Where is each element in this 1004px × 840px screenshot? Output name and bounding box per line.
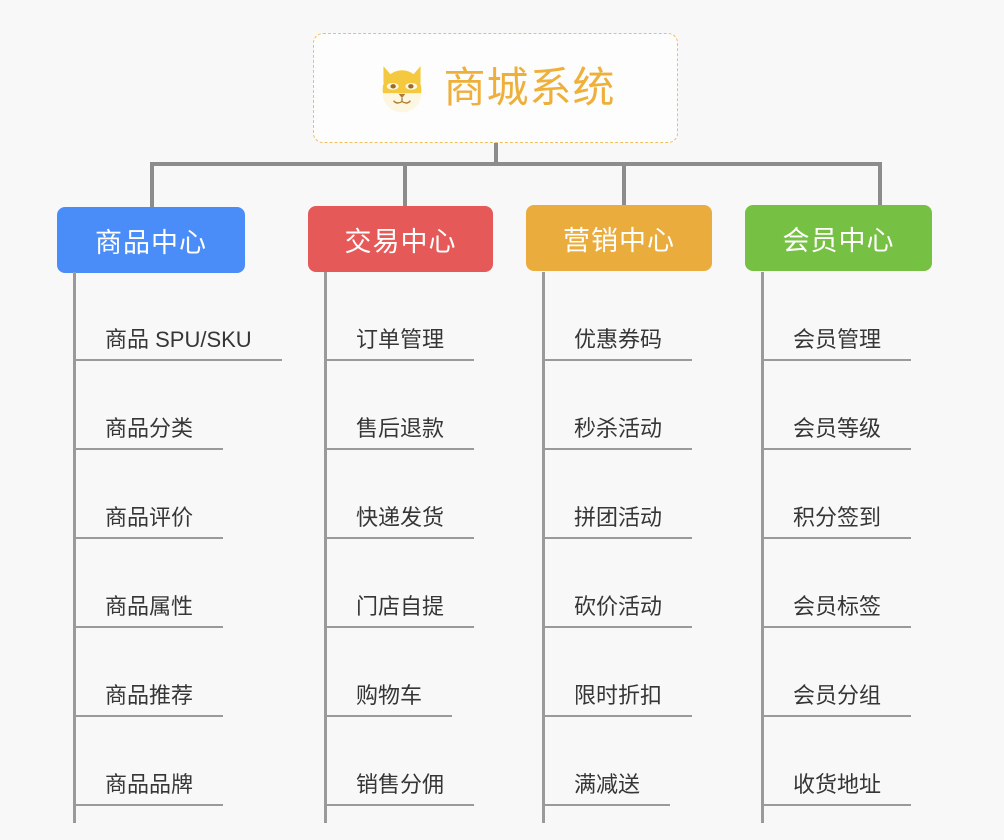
branch-item-rule xyxy=(73,804,223,806)
branch-item[interactable]: 购物车 xyxy=(324,628,452,717)
branch-item[interactable]: 会员分组 xyxy=(761,628,911,717)
branch-item-rule xyxy=(324,626,474,628)
branch-item-label: 优惠券码 xyxy=(574,327,663,352)
category-header-2-label: 交易中心 xyxy=(344,226,457,257)
branch-item-rule xyxy=(542,448,692,450)
branch-item-label: 会员分组 xyxy=(793,683,882,708)
connector-trunk-bar xyxy=(150,162,882,166)
branch-item-label: 门店自提 xyxy=(356,594,445,619)
branch-item[interactable]: 限时折扣 xyxy=(542,628,692,717)
branch-item-rule xyxy=(73,537,223,539)
branch-item-rule xyxy=(542,804,670,806)
branch-item-label: 收货地址 xyxy=(793,772,882,797)
branch-item-label: 秒杀活动 xyxy=(574,416,663,441)
branch-item[interactable]: 商品 SPU/SKU xyxy=(73,272,282,361)
category-header-4[interactable]: 会员中心 xyxy=(745,205,932,271)
branch-item-rule xyxy=(761,626,911,628)
branch-item-label: 售后退款 xyxy=(356,416,445,441)
branch-item-rule xyxy=(542,537,692,539)
branch-item[interactable]: 优惠券码 xyxy=(542,272,692,361)
branch-item-rule xyxy=(324,448,474,450)
branch-item-label: 积分签到 xyxy=(793,505,882,530)
branch-item-rule xyxy=(324,804,474,806)
branch-item[interactable]: 商品推荐 xyxy=(73,628,223,717)
category-header-1-label: 商品中心 xyxy=(95,227,207,258)
branch-item-rule xyxy=(542,359,692,361)
branch-item-rule xyxy=(73,715,223,717)
branch-item-rule xyxy=(761,359,911,361)
branch-item-label: 商品 SPU/SKU xyxy=(105,327,252,352)
branch-item[interactable]: 砍价活动 xyxy=(542,539,692,628)
branch-item[interactable]: 会员等级 xyxy=(761,361,911,450)
branch-item[interactable]: 收货地址 xyxy=(761,717,911,806)
connector-root-stem xyxy=(494,143,498,164)
branch-item-rule xyxy=(324,537,474,539)
branch-item-rule xyxy=(761,804,911,806)
branch-item-rule xyxy=(761,448,911,450)
connector-drop-2 xyxy=(403,162,407,208)
branch-item[interactable]: 商品属性 xyxy=(73,539,223,628)
branch-item-label: 会员等级 xyxy=(793,416,882,441)
branch-item[interactable]: 销售分佣 xyxy=(324,717,474,806)
branch-item-rule xyxy=(324,715,452,717)
branch-item[interactable]: 积分签到 xyxy=(761,450,911,539)
branch-item-label: 商品评价 xyxy=(105,505,194,530)
branch-item[interactable]: 满减送 xyxy=(542,717,670,806)
branch-item-label: 会员管理 xyxy=(793,327,882,352)
category-header-1[interactable]: 商品中心 xyxy=(57,207,245,273)
branch-item-label: 商品分类 xyxy=(105,416,194,441)
branch-item[interactable]: 商品评价 xyxy=(73,450,223,539)
connector-drop-4 xyxy=(878,162,882,208)
branch-item-label: 购物车 xyxy=(356,683,423,708)
branch-item[interactable]: 门店自提 xyxy=(324,539,474,628)
branch-item-label: 会员标签 xyxy=(793,594,882,619)
branch-item-label: 快递发货 xyxy=(356,505,445,530)
branch-item-rule xyxy=(324,359,474,361)
category-header-4-label: 会员中心 xyxy=(782,225,895,256)
branch-item-rule xyxy=(73,359,282,361)
branch-item[interactable]: 售后退款 xyxy=(324,361,474,450)
branch-item-rule xyxy=(73,448,223,450)
branch-item-label: 订单管理 xyxy=(356,327,445,352)
branch-item-label: 满减送 xyxy=(574,772,641,797)
column-spine-3 xyxy=(542,272,545,823)
branch-item[interactable]: 订单管理 xyxy=(324,272,474,361)
category-header-3-label: 营销中心 xyxy=(563,225,675,256)
branch-item-rule xyxy=(542,626,692,628)
root-title: 商城系统 xyxy=(443,64,616,111)
column-spine-2 xyxy=(324,272,327,823)
branch-item[interactable]: 商品分类 xyxy=(73,361,223,450)
branch-item[interactable]: 会员标签 xyxy=(761,539,911,628)
branch-item[interactable]: 快递发货 xyxy=(324,450,474,539)
branch-item-label: 商品属性 xyxy=(105,594,194,619)
branch-item-label: 商品品牌 xyxy=(105,772,194,797)
column-spine-1 xyxy=(73,272,76,823)
root-node[interactable]: 商城系统 xyxy=(313,33,678,143)
branch-item-label: 砍价活动 xyxy=(574,594,663,619)
branch-item[interactable]: 商品品牌 xyxy=(73,717,223,806)
branch-item[interactable]: 秒杀活动 xyxy=(542,361,692,450)
column-spine-4 xyxy=(761,272,764,823)
branch-item[interactable]: 拼团活动 xyxy=(542,450,692,539)
category-header-2[interactable]: 交易中心 xyxy=(308,206,493,272)
branch-item-label: 限时折扣 xyxy=(574,683,663,708)
connector-drop-3 xyxy=(622,162,626,208)
branch-item-label: 销售分佣 xyxy=(356,772,445,797)
shiba-dog-face-icon xyxy=(383,66,422,113)
branch-item-rule xyxy=(761,537,911,539)
branch-item-rule xyxy=(542,715,692,717)
branch-item-rule xyxy=(73,626,223,628)
branch-item-rule xyxy=(761,715,911,717)
branch-item-label: 商品推荐 xyxy=(105,683,194,708)
branch-item-label: 拼团活动 xyxy=(574,505,663,530)
connector-drop-1 xyxy=(150,162,154,208)
category-header-3[interactable]: 营销中心 xyxy=(526,205,712,271)
branch-item[interactable]: 会员管理 xyxy=(761,272,911,361)
